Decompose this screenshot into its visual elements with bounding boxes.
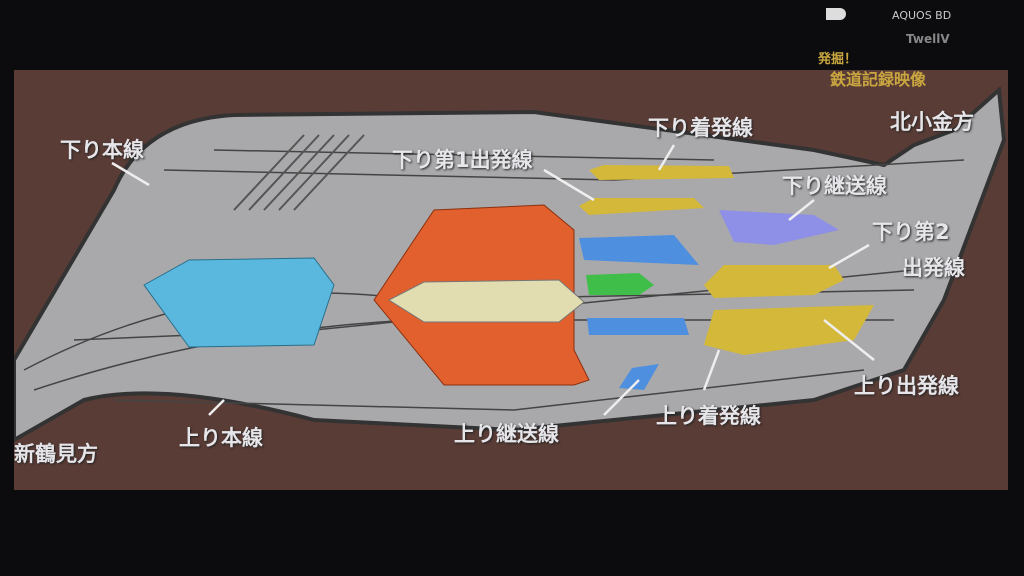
label-down-arrival-departure: 下り着発線 [648,116,753,140]
label-up-departure: 上り出発線 [854,374,959,398]
down-departure-2 [704,265,844,298]
blue-tracks-lower [587,318,689,335]
input-label: AQUOS BD [892,9,952,22]
yard-diagram [14,85,1007,443]
label-down-main: 下り本線 [60,138,144,162]
program-title-line1: 発掘！ [818,52,858,67]
up-departure [704,305,874,355]
down-arrival-departure [589,165,734,180]
center-tracks-cream [387,279,585,323]
label-down-departure-1: 下り第1出発線 [392,148,533,172]
program-title-line2: 鉄道記録映像 [830,70,927,89]
down-relay [719,210,839,245]
label-up-arrival-departure: 上り着発線 [656,404,761,428]
tv-screen: 下り本線 上り本線 新鶴見方 北小金方 下り第1出発線 下り着発線 下り継送線 … [14,70,1008,490]
channel-logo: TwellV [906,32,950,46]
down-classification-tracks [143,257,335,348]
input-indicator-icon [826,8,846,20]
blue-tracks-upper [579,235,699,265]
up-relay [619,364,659,390]
down-departure-1 [579,198,704,215]
label-down-departure-2a: 下り第2 [872,220,950,244]
green-tracks [586,273,654,295]
label-shin-tsurumi: 新鶴見方 [14,442,98,466]
label-up-relay: 上り継送線 [454,422,559,446]
hump-ladder [233,134,365,211]
label-up-main: 上り本線 [179,426,263,450]
label-down-departure-2b: 出発線 [902,256,965,280]
label-kita-kogane: 北小金方 [890,110,974,134]
pointer-lines [111,144,875,416]
label-down-relay: 下り継送線 [782,174,887,198]
